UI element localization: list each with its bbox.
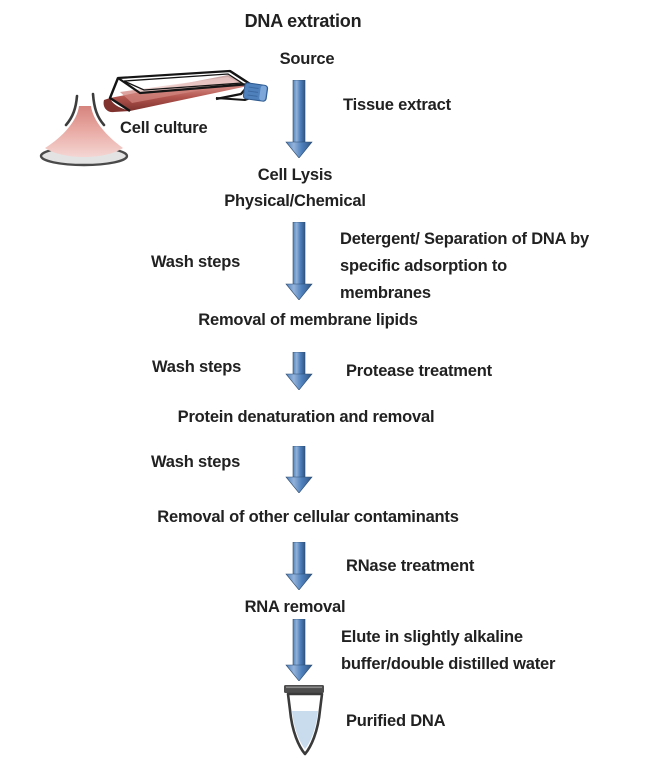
stage-removal-cellular-contaminants: Removal of other cellular contaminants: [157, 508, 459, 526]
page-title: DNA extration: [244, 11, 362, 31]
stage-cell-lysis: Cell Lysis: [257, 166, 333, 184]
stage-purified-dna: Purified DNA: [346, 712, 446, 730]
flow-arrow-2: [285, 222, 313, 300]
flow-arrow-5: [285, 542, 313, 590]
annotation-elute-buffer: Elute in slightly alkaline buffer/double…: [341, 628, 556, 673]
microcentrifuge-tube-icon: [284, 685, 324, 756]
cell-culture-caption: Cell culture: [120, 119, 208, 137]
stage-protein-denaturation: Protein denaturation and removal: [177, 408, 435, 426]
flow-arrow-6: [285, 619, 313, 681]
stage-removal-membrane-lipids: Removal of membrane lipids: [198, 311, 418, 329]
stage-rna-removal: RNA removal: [244, 598, 346, 616]
flow-arrow-3: [285, 352, 313, 390]
flow-arrow-4: [285, 446, 313, 493]
stage-source: Source: [279, 50, 335, 68]
tissue-culture-flask-icon: [103, 69, 269, 113]
flow-arrow-1: [285, 80, 313, 158]
annotation-protease-treatment: Protease treatment: [346, 362, 492, 380]
annotation-tissue-extract: Tissue extract: [343, 96, 451, 114]
stage-cell-lysis-sub: Physical/Chemical: [224, 192, 366, 210]
annotation-wash-steps-3: Wash steps: [151, 453, 241, 471]
annotation-wash-steps-2: Wash steps: [152, 358, 242, 376]
erlenmeyer-flask-icon: [39, 92, 129, 167]
annotation-wash-steps-1: Wash steps: [151, 253, 241, 271]
annotation-detergent-separation: Detergent/ Separation of DNA by specific…: [340, 230, 589, 302]
flask-cap-icon: [242, 82, 269, 102]
annotation-rnase-treatment: RNase treatment: [346, 557, 475, 575]
